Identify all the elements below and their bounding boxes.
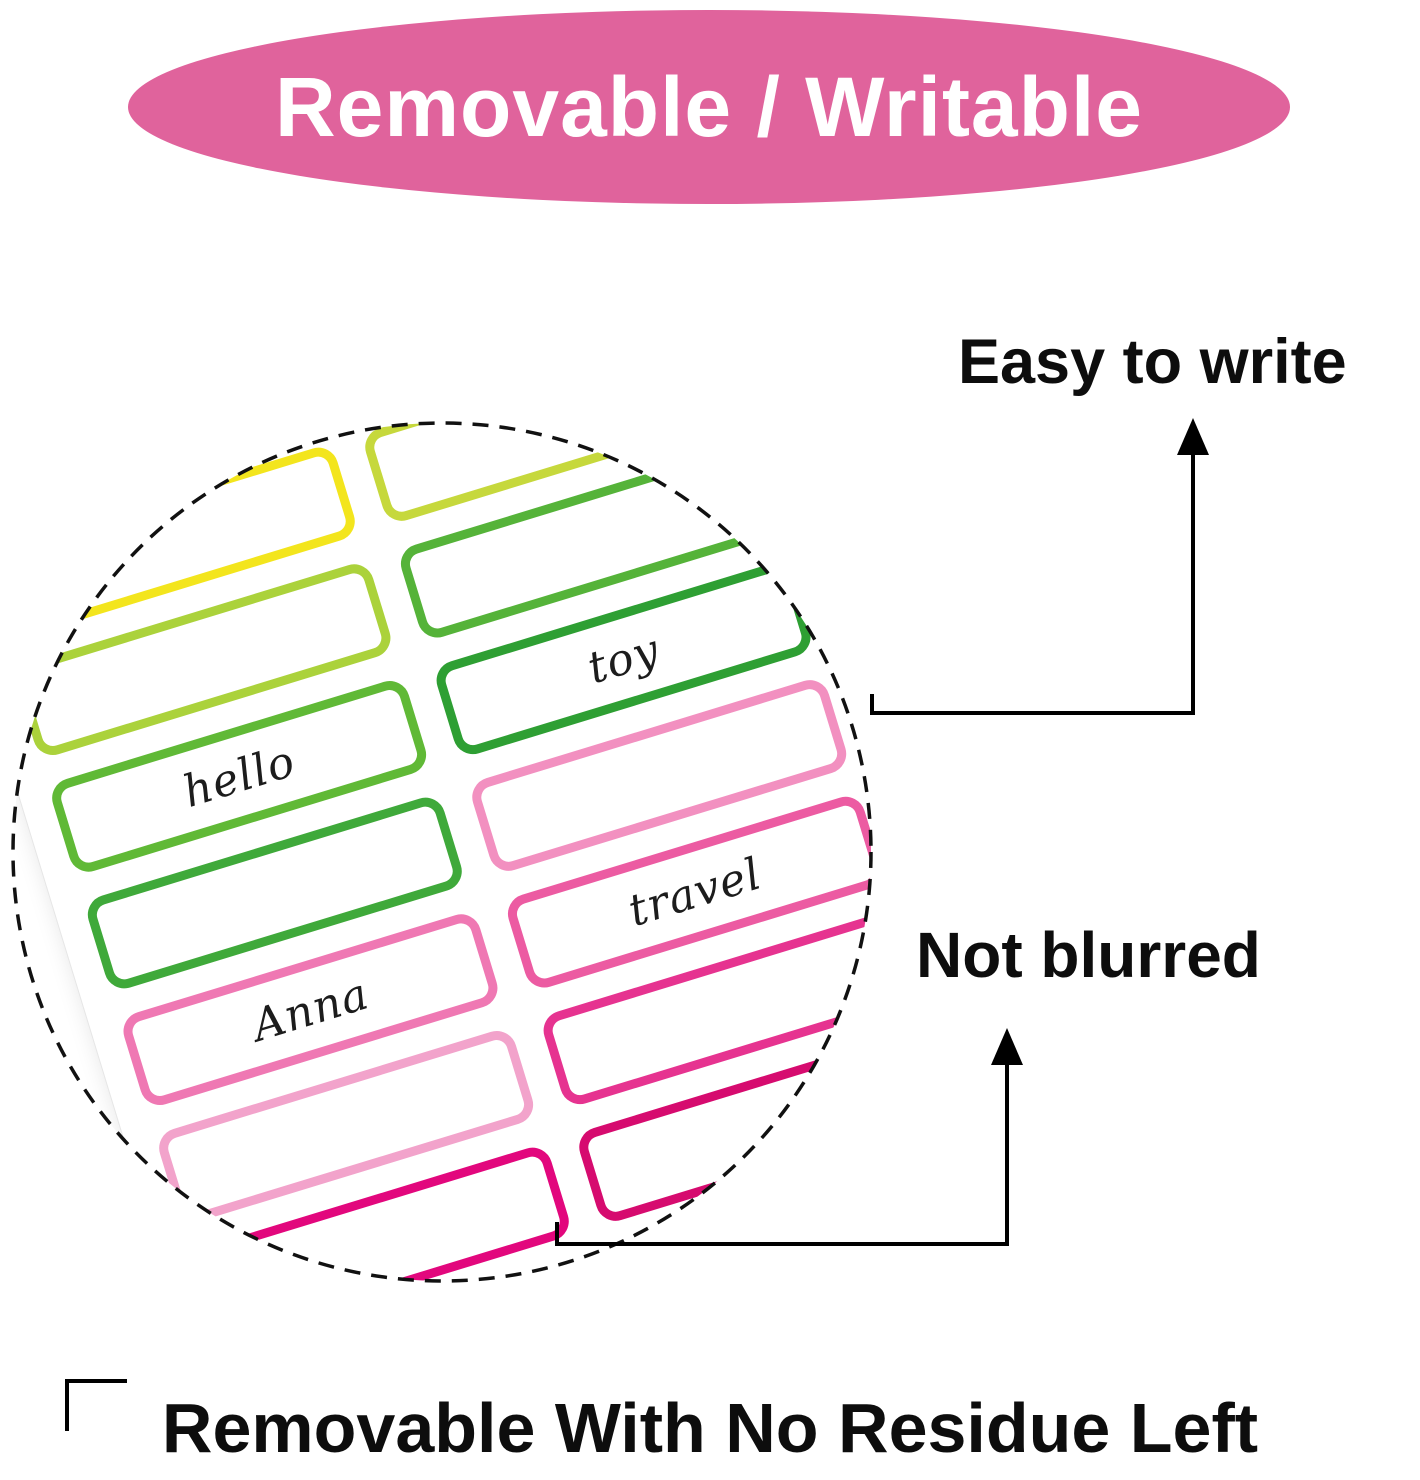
sticker-handwriting: travel — [622, 847, 768, 937]
arrow-easy-to-write-line — [870, 452, 1195, 715]
banner-label: Removable / Writable — [274, 59, 1144, 154]
arrow-not-blurred-head — [991, 1028, 1023, 1065]
sticker-handwriting: toy — [581, 623, 666, 694]
not-blurred-label: Not blurred — [916, 919, 1261, 991]
arrow-easy-to-write-head — [1177, 418, 1209, 455]
sticker-handwriting: hello — [177, 735, 302, 818]
bottom-claim-label: Removable With No Residue Left — [161, 1389, 1259, 1467]
sticker-handwriting: Anna — [246, 967, 375, 1052]
banner-pill: Removable / Writable — [128, 10, 1290, 204]
easy-to-write-label: Easy to write — [958, 327, 1347, 397]
